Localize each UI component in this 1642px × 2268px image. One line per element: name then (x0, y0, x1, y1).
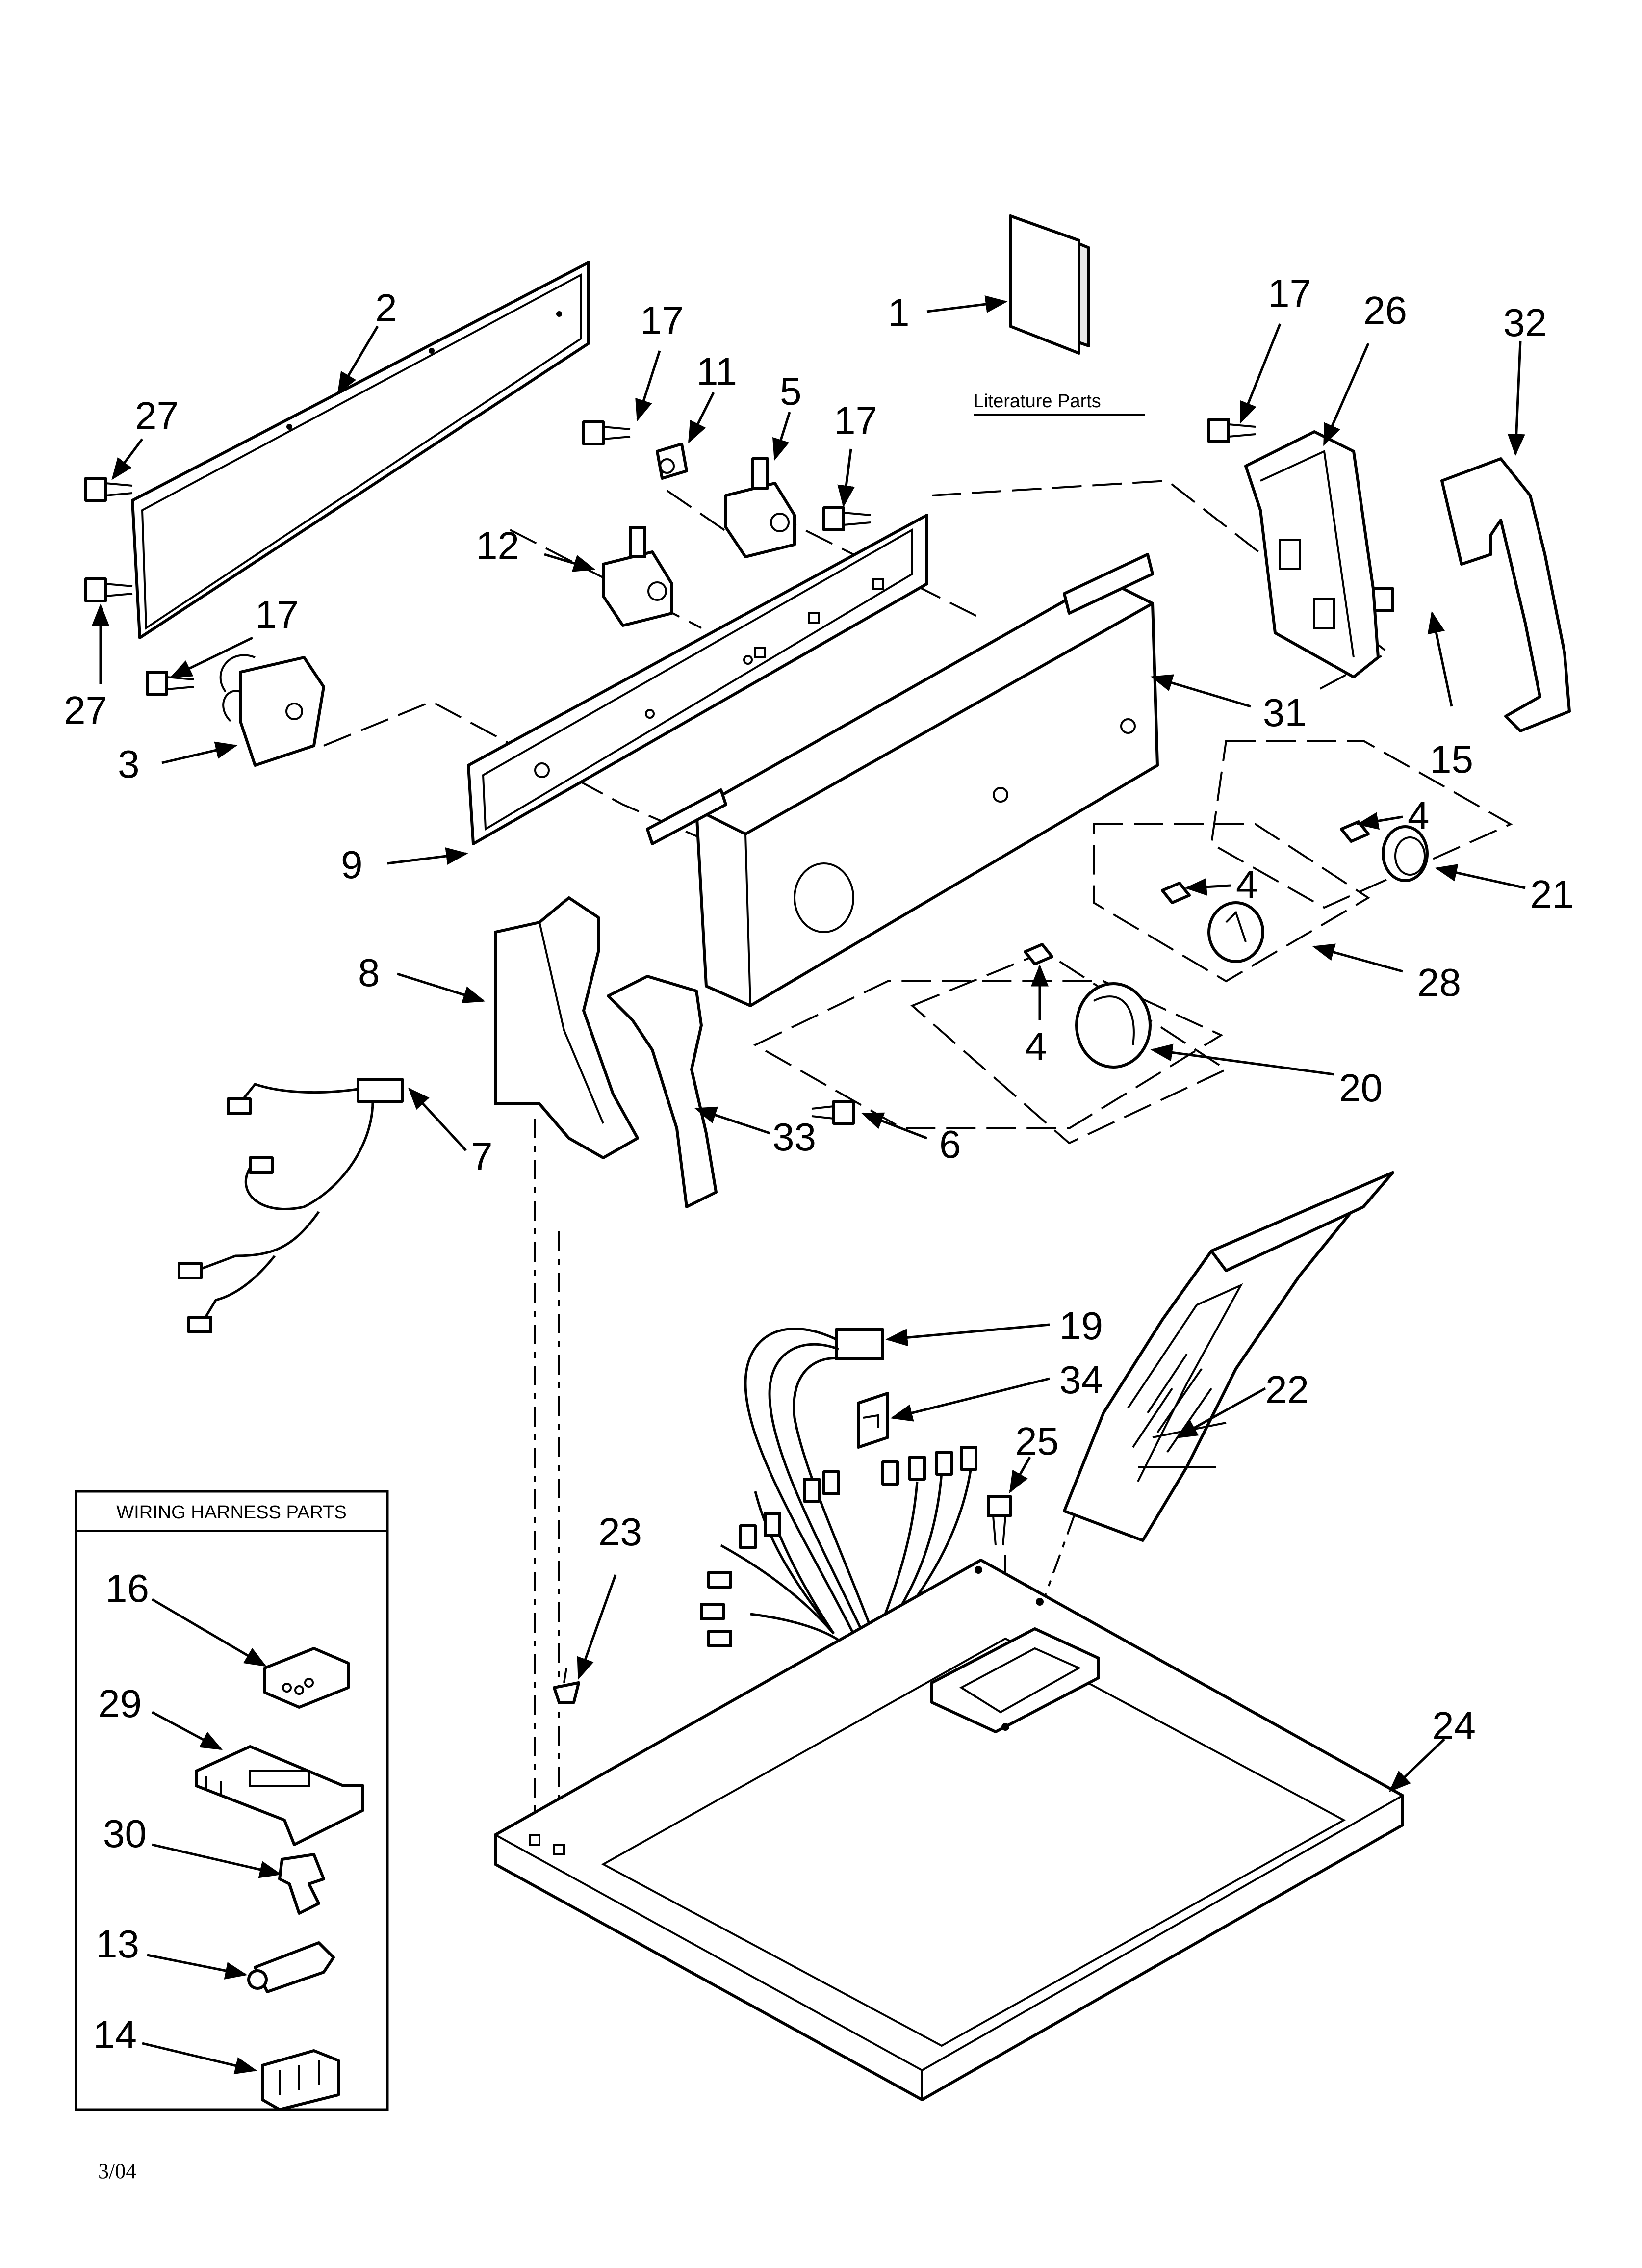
callout-19: 19 (1059, 1304, 1103, 1348)
callout-22: 22 (1265, 1368, 1309, 1411)
part-16-connector (263, 1647, 350, 1709)
part-29-connector-block (195, 1745, 364, 1846)
leader-arrows (92, 295, 1526, 2075)
screw-27-bottom (84, 577, 133, 602)
callout-7: 7 (471, 1135, 493, 1178)
part-13-terminal (247, 1941, 335, 1993)
knob-20 (1024, 943, 1152, 1069)
part-8-left-endcap (494, 896, 639, 1159)
callout-12: 12 (476, 524, 519, 568)
callout-4-b: 4 (1236, 862, 1258, 906)
callout-31: 31 (1263, 691, 1307, 734)
callout-3: 3 (118, 742, 140, 786)
callout-27-top: 27 (135, 394, 179, 438)
screw-17-c (146, 671, 194, 696)
part-30-clip (278, 1853, 325, 1915)
part-32-right-trim (1440, 457, 1571, 732)
callout-20: 20 (1339, 1066, 1383, 1110)
callout-8: 8 (358, 951, 380, 994)
part-26-right-endcap (1244, 430, 1380, 678)
part-5-switch (724, 457, 796, 558)
literature-parts-booklet: Literature Parts (974, 214, 1145, 416)
callout-25: 25 (1015, 1419, 1059, 1463)
callout-24: 24 (1432, 1704, 1476, 1747)
part-12-switch (602, 526, 673, 627)
rear-panel (131, 261, 590, 639)
callout-6: 6 (939, 1122, 961, 1166)
screw-27-top (84, 477, 133, 502)
callout-numbers: 1 2 27 27 3 9 17 11 5 17 12 17 17 26 32 … (64, 271, 1574, 2057)
callout-17-b: 17 (834, 399, 877, 443)
part-19-main-harness (700, 1328, 977, 1647)
callout-17-c: 17 (255, 593, 299, 636)
part-14-housing (261, 2049, 340, 2111)
callout-13: 13 (96, 1922, 139, 1966)
callout-17-d: 17 (1268, 271, 1311, 315)
callout-1: 1 (888, 291, 910, 335)
callout-2: 2 (375, 286, 397, 330)
literature-label: Literature Parts (974, 391, 1101, 412)
wiring-box-title: WIRING HARNESS PARTS (116, 1502, 346, 1523)
part-7-harness (178, 1078, 404, 1333)
part-22-lint-screen (1063, 1171, 1394, 1542)
part-9-control-bracket (467, 514, 928, 845)
callout-27-bottom: 27 (64, 688, 107, 732)
part-24-top (494, 1559, 1404, 2101)
callout-33: 33 (772, 1115, 816, 1159)
date-code: 3/04 (98, 2159, 136, 2183)
callout-4-c: 4 (1025, 1024, 1047, 1068)
callout-26: 26 (1363, 288, 1407, 332)
screws (84, 418, 1394, 1546)
screw-25 (987, 1495, 1012, 1546)
callout-15: 15 (1430, 737, 1473, 781)
screw-17-d (1207, 418, 1256, 443)
wiring-harness-parts-box: WIRING HARNESS PARTS (75, 1490, 389, 2111)
callout-32: 32 (1503, 301, 1547, 344)
callout-34: 34 (1059, 1358, 1103, 1402)
callout-16: 16 (105, 1566, 149, 1610)
callout-21: 21 (1530, 872, 1574, 916)
callout-4-a: 4 (1408, 794, 1430, 837)
part-34-clip (857, 1392, 889, 1449)
callout-5: 5 (780, 369, 802, 413)
callout-30: 30 (103, 1812, 147, 1855)
screw-17-b (822, 506, 871, 531)
callout-28: 28 (1417, 961, 1461, 1004)
screw-17-a (582, 420, 631, 445)
screw-6 (811, 1100, 855, 1125)
callout-14: 14 (93, 2013, 137, 2057)
part-3-selector-switch (219, 654, 325, 767)
part-23-fastener (553, 1668, 580, 1704)
callout-11: 11 (696, 350, 737, 393)
part-11-clip (656, 443, 688, 480)
part-31-console (646, 553, 1159, 1007)
callout-29: 29 (98, 1682, 142, 1725)
callout-9: 9 (341, 843, 363, 886)
callout-23: 23 (598, 1510, 642, 1554)
callout-17-a: 17 (640, 298, 684, 342)
part-33-left-trim (607, 975, 718, 1208)
